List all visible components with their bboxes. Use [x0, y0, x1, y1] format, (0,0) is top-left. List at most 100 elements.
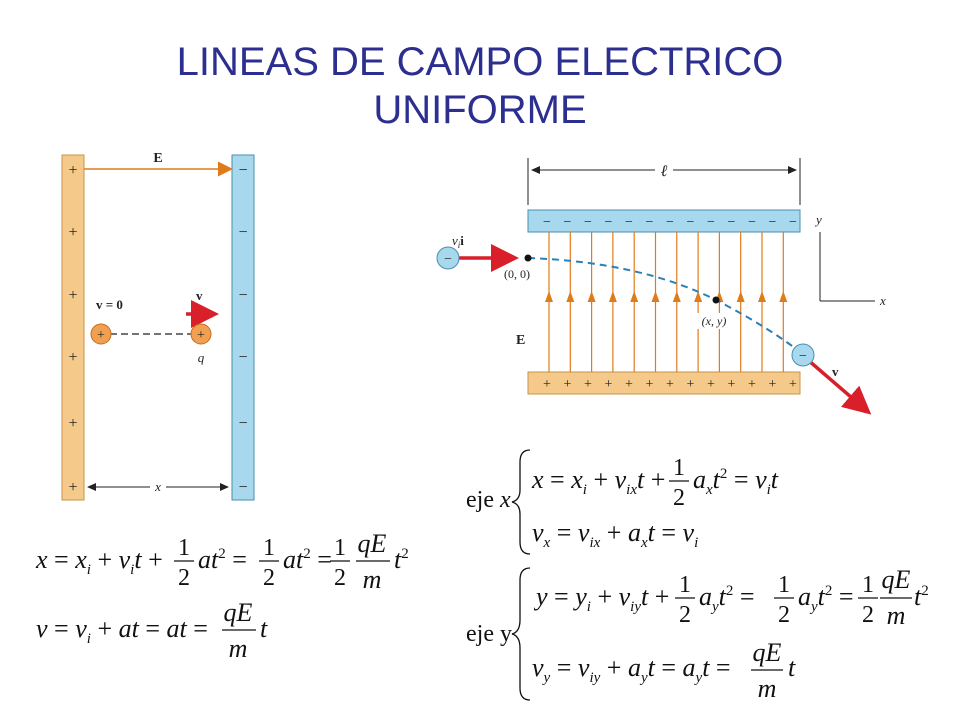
svg-text:t2: t2	[914, 582, 929, 611]
svg-text:m: m	[229, 634, 248, 663]
svg-text:2: 2	[778, 602, 790, 628]
plus-sign: +	[707, 377, 715, 392]
plus-sign: +	[748, 377, 756, 392]
charge-end	[190, 323, 212, 345]
minus-sign: −	[687, 215, 695, 230]
field-label: E	[516, 333, 525, 348]
plus-sign: +	[625, 377, 633, 392]
plus-sign: +	[646, 377, 654, 392]
trajectory-point	[712, 296, 720, 304]
field-line-arrowhead	[694, 291, 703, 302]
charge-label: q	[198, 350, 205, 365]
field-line-arrowhead	[545, 291, 553, 302]
plus-sign: +	[68, 415, 77, 432]
minus-sign: −	[789, 215, 797, 230]
minus-sign: −	[238, 349, 247, 366]
minus-sign: −	[238, 415, 247, 432]
plus-sign: +	[68, 224, 77, 241]
charge-sign: −	[444, 252, 452, 267]
length-label: ℓ	[661, 163, 668, 180]
plus-sign: +	[543, 377, 551, 392]
svg-text:y = yi + viyt +: y = yi + viyt +	[533, 582, 669, 615]
field-line-arrowhead	[566, 291, 575, 302]
svg-text:m: m	[758, 674, 777, 703]
svg-text:vy = viy + ayt = ayt =: vy = viy + ayt = ayt =	[532, 653, 731, 686]
equation-left-v: v = vi + at = at = qE m t	[36, 598, 268, 663]
page-title: LINEAS DE CAMPO ELECTRICO UNIFORME	[0, 38, 960, 134]
svg-text:m: m	[887, 601, 906, 630]
charge-sign: +	[97, 328, 105, 343]
field-label: E	[153, 151, 162, 166]
plus-sign: +	[68, 287, 77, 304]
point-label: (x, y)	[702, 314, 727, 328]
svg-text:qE: qE	[882, 565, 911, 594]
field-line-arrowhead	[587, 291, 596, 302]
incoming-charge	[436, 246, 460, 270]
minus-sign: −	[666, 215, 674, 230]
negative-plate-top	[527, 209, 801, 233]
svg-text:ayt2 =: ayt2 =	[699, 582, 755, 615]
svg-text:v = vi + at = at =: v = vi + at = at =	[36, 614, 208, 647]
svg-text:2: 2	[679, 602, 691, 628]
plus-sign: +	[68, 162, 77, 179]
origin-label: (0, 0)	[504, 267, 530, 281]
left-diagram: + + + + + + − − − − − − E v = 0 v + + q	[61, 151, 255, 501]
exit-velocity-arrow	[806, 358, 872, 415]
svg-text:t2: t2	[394, 545, 409, 574]
svg-text:2: 2	[862, 602, 874, 628]
svg-text:1: 1	[679, 572, 691, 598]
minus-sign: −	[728, 215, 736, 230]
plus-sign: +	[687, 377, 695, 392]
title-line-1: LINEAS DE CAMPO ELECTRICO	[176, 40, 784, 84]
title-line-2: UNIFORME	[373, 88, 587, 132]
eje-x-label: eje x	[466, 487, 511, 513]
svg-text:ayt2 =: ayt2 =	[798, 582, 854, 615]
svg-text:1: 1	[862, 572, 874, 598]
minus-sign: −	[769, 215, 777, 230]
field-line-arrowhead	[779, 291, 788, 302]
charge-start	[90, 323, 112, 345]
charge-sign: −	[799, 349, 807, 364]
initial-velocity-label: vii	[452, 233, 464, 250]
field-line-arrowhead	[736, 291, 745, 302]
equation-eje-y: eje y y = yi + viyt + 1 2 ayt2 = 1 2 ayt…	[466, 565, 929, 703]
minus-sign: −	[564, 215, 572, 230]
minus-sign: −	[646, 215, 654, 230]
field-line-arrowhead	[758, 291, 766, 302]
svg-text:qE: qE	[753, 638, 782, 667]
svg-text:x = xi + vit +: x = xi + vit +	[35, 545, 163, 578]
y-axis-label: y	[814, 212, 822, 227]
svg-text:t: t	[260, 614, 268, 643]
field-line-arrowhead	[630, 291, 639, 302]
origin-point	[524, 254, 532, 262]
plus-sign: +	[605, 377, 613, 392]
svg-text:qE: qE	[358, 529, 387, 558]
eje-y-label: eje y	[466, 621, 512, 647]
minus-sign: −	[238, 162, 247, 179]
minus-sign: −	[748, 215, 756, 230]
exit-velocity-label: v	[832, 364, 839, 379]
plus-sign: +	[68, 479, 77, 496]
minus-sign: −	[625, 215, 633, 230]
svg-text:m: m	[363, 565, 382, 594]
field-line-arrowhead	[672, 291, 681, 302]
svg-text:2: 2	[178, 565, 190, 591]
svg-text:1: 1	[673, 455, 685, 481]
negative-plate	[231, 154, 255, 501]
svg-text:1: 1	[263, 535, 275, 561]
plus-sign: +	[728, 377, 736, 392]
svg-text:qE: qE	[224, 598, 253, 627]
svg-text:2: 2	[263, 565, 275, 591]
minus-sign: −	[584, 215, 592, 230]
plus-sign: +	[769, 377, 777, 392]
right-diagram: ℓ −−−−−−−−−−−−− +++++++++++++ y x vii − …	[436, 158, 886, 415]
svg-text:x = xi + vixt +: x = xi + vixt +	[531, 465, 665, 498]
svg-text:vx = vix + axt = vi: vx = vix + axt = vi	[532, 518, 698, 551]
trajectory	[527, 257, 805, 356]
svg-text:1: 1	[778, 572, 790, 598]
plus-sign: +	[68, 349, 77, 366]
svg-text:1: 1	[334, 535, 346, 561]
svg-text:at2 =: at2 =	[283, 545, 332, 574]
positive-plate	[61, 154, 85, 501]
